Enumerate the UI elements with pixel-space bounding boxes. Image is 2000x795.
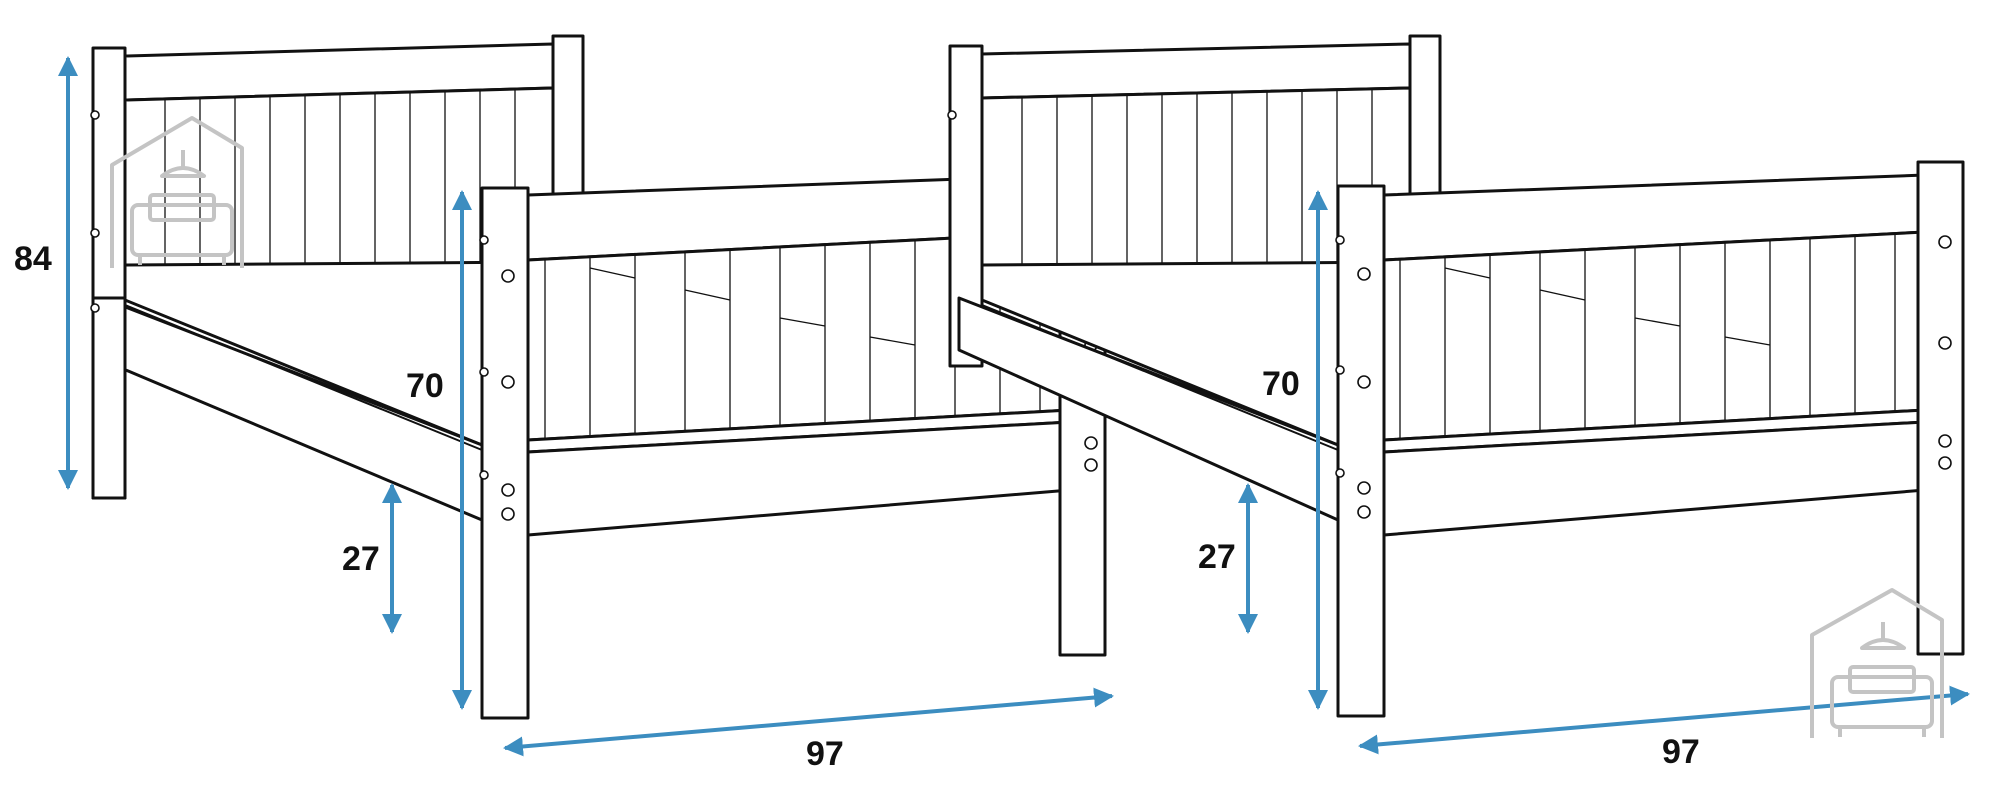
bed-1-length-label: 97 xyxy=(806,735,844,773)
bed-2 xyxy=(947,34,1965,718)
bed-1-length-arrow xyxy=(503,687,1114,757)
bed-2-side-height-label: 70 xyxy=(1262,365,1300,403)
bed-2-bolts xyxy=(947,110,1952,519)
bed-2-leg-height-label: 27 xyxy=(1198,538,1236,576)
home-furniture-logo-icon xyxy=(110,116,244,268)
bed-2-length-label: 97 xyxy=(1662,733,1700,771)
bed-1-total-height-label: 84 xyxy=(14,240,52,278)
dimension-arrows xyxy=(58,56,1970,757)
bed-2-footboard xyxy=(947,110,1965,718)
home-furniture-logo-icon xyxy=(1810,588,1944,738)
bed-1-leg-height-label: 27 xyxy=(342,540,380,578)
dimension-labels: 84 70 27 97 70 27 97 xyxy=(14,240,1700,773)
bed-2-length-arrow xyxy=(1358,685,1970,755)
bed-1-side-height-label: 70 xyxy=(406,367,444,405)
